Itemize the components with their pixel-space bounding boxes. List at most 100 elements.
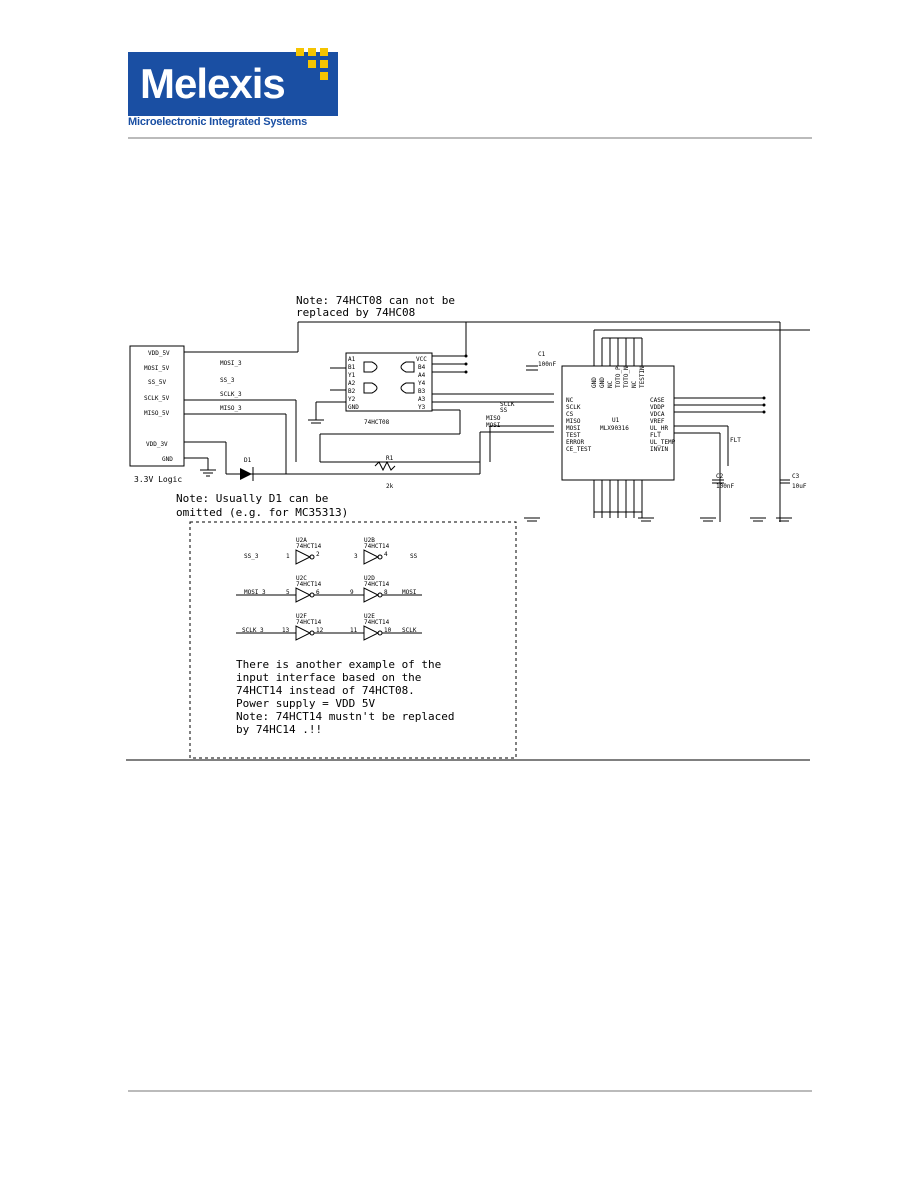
c1-label: C1: [538, 351, 546, 358]
logo-dot: [320, 72, 328, 80]
note-d1-cont: omitted (e.g. for MC35313): [176, 506, 348, 519]
ic-pin-label: TESTIN: [639, 366, 646, 388]
ic-pin-label: NC: [607, 380, 614, 388]
r1-label: R1: [386, 455, 394, 462]
ic-pin-label: TEST: [566, 432, 581, 439]
ic-u1-top-pins: [593, 329, 810, 366]
inset-note-line: by 74HC14 .!!: [236, 723, 322, 736]
net-label: MOSI_3: [220, 360, 242, 367]
ic-u1-name: U1: [612, 417, 620, 424]
ic-pin-label: B3: [418, 388, 426, 395]
ground-symbols: [524, 517, 792, 522]
resistor-r1: [374, 460, 396, 472]
ic-74hct08-right-pins: VCC B4 A4 Y4 B3 A3 Y3: [416, 356, 427, 411]
net-label: SS: [500, 407, 508, 414]
inverter-net: SCLK_3: [242, 627, 264, 634]
flt-label: FLT: [730, 437, 741, 444]
connector-pin-label: MISO_5V: [144, 410, 170, 417]
inverter-part: 74HCT14: [364, 581, 390, 588]
ic-pin-label: A2: [348, 380, 356, 387]
footer-rule: [128, 1090, 812, 1092]
note-74hct08: Note: 74HCT08 can not be: [296, 294, 455, 307]
ic-74hct08: [345, 352, 433, 412]
ic-pin-label: SCLK: [566, 404, 581, 411]
inverter-net: SS_3: [244, 553, 259, 560]
c3-label: C3: [792, 473, 800, 480]
inverter-pin: 2: [316, 551, 320, 558]
ic-pin-label: VDDP: [650, 404, 665, 411]
inset-note-line: input interface based on the: [236, 671, 421, 684]
ic-pin-label: A3: [418, 396, 426, 403]
connector-caption: 3.3V Logic: [134, 475, 182, 484]
inverter-name: U2C: [296, 575, 307, 582]
inverter-part: 74HCT14: [296, 619, 322, 626]
inverter-u2c: U2C 74HCT14 5 6 MOSI_3: [236, 575, 364, 603]
ic-pin-label: Y2: [348, 396, 356, 403]
inset-alternative-interface: [189, 521, 517, 759]
inverter-pin: 10: [384, 627, 392, 634]
inset-note-line: 74HCT14 instead of 74HCT08.: [236, 684, 415, 697]
ic-pin-label: A1: [348, 356, 356, 363]
ic-pin-label: GND: [591, 377, 598, 388]
ic-pin-label: GND: [348, 404, 359, 411]
ic-pin-label: VDCA: [650, 411, 665, 418]
logo-dot: [320, 48, 328, 56]
inverter-pin: 8: [384, 589, 388, 596]
inverter-net: MOSI_3: [244, 589, 266, 596]
ic-pin-label: B1: [348, 364, 356, 371]
ic-pin-label: Y4: [418, 380, 426, 387]
inverter-name: U2D: [364, 575, 375, 582]
ic-pin-label: UL_TEMP: [650, 439, 676, 446]
capacitor-c2: [712, 479, 724, 484]
ic-u1-right-wires: [674, 397, 790, 522]
logo-dot: [296, 48, 304, 56]
ic-u1-top-pin-labels: GND GND NC TOTO_P TOTO_N NC TESTIN: [591, 366, 646, 388]
ic-u1-part: MLX90316: [600, 425, 629, 432]
interface-schematic: Note: 74HCT08 can not be replaced by 74H…: [126, 294, 810, 761]
note-74hct08-cont: replaced by 74HC08: [296, 306, 415, 319]
inverter-u2e: U2E 74HCT14 11 10 SCLK: [350, 613, 422, 641]
logo-dot: [308, 48, 316, 56]
capacitor-c1: [526, 365, 538, 371]
ic-pin-label: MOSI: [566, 425, 581, 432]
ic-u1-bottom-pins: [593, 480, 643, 518]
ic-pin-label: TOTO_P: [615, 366, 622, 388]
logo-dot: [320, 60, 328, 68]
c1-value: 100nF: [538, 361, 556, 368]
inverter-pin: 1: [286, 553, 290, 560]
ic-pin-label: Y3: [418, 404, 426, 411]
inset-note-line: Power supply = VDD 5V: [236, 697, 375, 710]
connector-pin-label: GND: [162, 456, 173, 463]
inverter-pin: 12: [316, 627, 324, 634]
inverter-pin: 4: [384, 551, 388, 558]
ic-pin-label: ERROR: [566, 439, 584, 446]
c3-value: 10uF: [792, 483, 807, 490]
ic-pin-label: A4: [418, 372, 426, 379]
logo-tagline: Microelectronic Integrated Systems: [128, 116, 308, 128]
ic-pin-label: CASE: [650, 397, 665, 404]
ic-pin-label: VREF: [650, 418, 665, 425]
net-label: SCLK_3: [220, 391, 242, 398]
ic-pin-label: NC: [631, 380, 638, 388]
ic-pin-label: INVIN: [650, 446, 668, 453]
inverter-net: SCLK: [402, 627, 417, 634]
inverter-pin: 9: [350, 589, 354, 596]
inverter-name: U2F: [296, 613, 307, 620]
ic-74hct08-left-pins: A1 B1 Y1 A2 B2 Y2 GND: [348, 356, 359, 411]
ic-74hct08-gates: [363, 361, 415, 394]
inverter-net: SS: [410, 553, 418, 560]
inverter-u2f: U2F 74HCT14 13 12 SCLK_3: [236, 613, 364, 641]
ic-pin-label: TOTO_N: [623, 366, 630, 388]
inverter-part: 74HCT14: [364, 619, 390, 626]
inverter-pin: 13: [282, 627, 290, 634]
net-label: MISO: [486, 415, 501, 422]
r1-value: 2k: [386, 483, 394, 490]
inverter-pin: 6: [316, 589, 320, 596]
net-label: SCLK: [500, 401, 515, 408]
ic-pin-label: VCC: [416, 356, 427, 363]
net-label: MOSI: [486, 422, 501, 429]
connector-pin-labels: VDD_5V MOSI_5V SS_5V SCLK_5V MISO_5V VDD…: [144, 350, 173, 463]
logo-badge: Melexis: [128, 52, 338, 116]
inverter-net: MOSI: [402, 589, 417, 596]
net-label: MISO_3: [220, 405, 242, 412]
